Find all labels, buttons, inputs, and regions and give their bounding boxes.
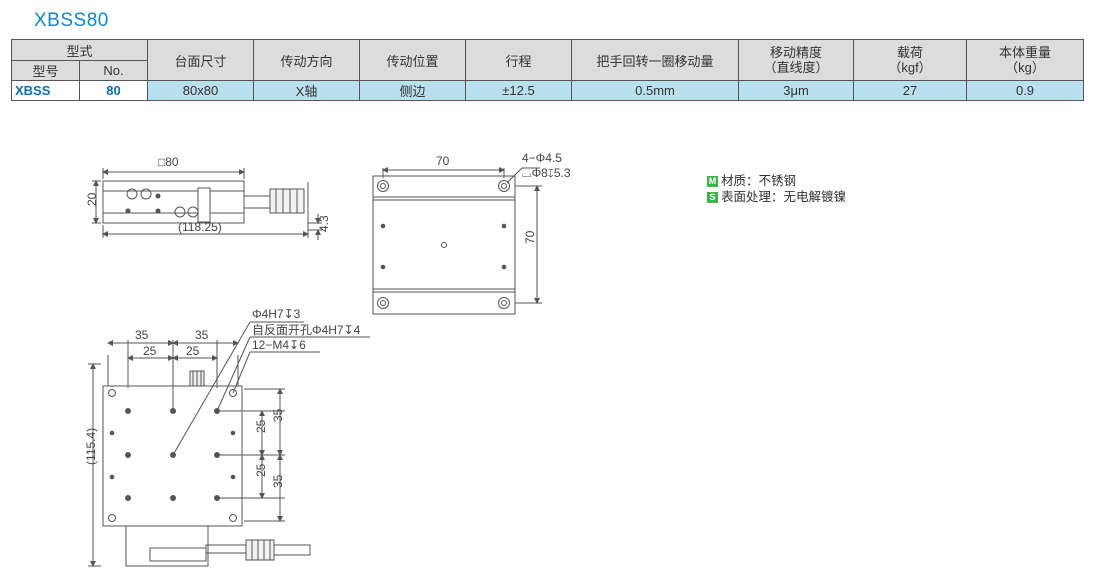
top-base [125,525,209,567]
header-weight-line2: （kg） [1005,60,1045,75]
side-hole [140,188,152,200]
side-body [102,180,245,224]
top-threads-label: 12−M4↧6 [252,338,306,352]
top-view [88,321,370,567]
right-dim-35a: 35 [271,408,285,422]
side-offset-label: 4.3 [317,215,331,232]
bottom-cbore-label: ⌴Φ8↧5.3 [522,166,571,180]
side-size-label: □80 [158,155,179,169]
spec-table: 型式 台面尺寸 传动方向 传动位置 行程 把手回转一圈移动量 移动精度（直线度）… [10,39,1085,101]
surface-text: 表面处理：无电解镀镍 [721,190,847,204]
side-view [92,168,322,240]
top-dim-25a: 25 [143,344,157,358]
right-dim-25a: 25 [254,419,268,433]
side-block [197,187,211,223]
product-title: XBSS80 [34,10,109,31]
top-dim-35a: 35 [135,328,149,342]
cell-table-size: 80x80 [147,80,255,101]
side-height-label: 20 [85,192,99,206]
side-hole [126,188,138,200]
bottom-holes-label: 4−Φ4.5 [522,151,562,165]
cell-position: 侧边 [359,80,467,101]
header-handle-travel: 把手回转一圈移动量 [571,39,740,81]
header-position: 传动位置 [359,39,467,81]
material-badge: M [707,175,718,187]
side-knob [269,188,305,214]
bottom-hole [498,297,510,309]
bottom-hole [498,180,510,192]
top-dim-35b: 35 [195,328,209,342]
material-legend: M 材质：不锈钢 S 表面处理：无电解镀镍 [707,173,846,205]
header-table-size: 台面尺寸 [147,39,255,81]
bottom-body [372,175,516,315]
header-load-line2: （kgf） [888,60,932,75]
right-dim-35b: 35 [271,474,285,488]
header-type: 型式 [10,39,149,61]
cell-direction: X轴 [253,80,361,101]
cell-weight: 0.9 [966,80,1085,101]
top-height-label: (115.4) [84,428,98,465]
header-precision-line1: 移动精度 [770,45,823,60]
bottom-hole [377,180,389,192]
material-row: M 材质：不锈钢 [707,173,846,189]
side-hole [187,206,199,218]
header-weight-line1: 本体重量 [999,45,1052,60]
tapped-holes [109,408,236,501]
header-weight: 本体重量（kg） [966,39,1085,81]
bottom-width-label: 70 [436,154,450,168]
top-back-hole-label: 自反面开孔Φ4H7↧4 [252,323,361,337]
header-precision: 移动精度（直线度） [738,39,855,81]
cell-load: 27 [853,80,968,101]
material-text: 材质：不锈钢 [721,174,797,188]
surface-badge: S [707,191,718,203]
side-shaft [243,195,271,209]
header-load-line1: 载荷 [897,45,924,60]
right-dim-25b: 25 [254,463,268,477]
side-length-label: (118.25) [178,220,222,234]
cell-model: XBSS [11,80,80,101]
header-no: No. [78,60,149,81]
header-precision-line2: （直线度） [763,60,829,75]
surface-row: S 表面处理：无电解镀镍 [707,189,846,205]
table-row: XBSS 80 80x80 X轴 侧边 ±12.5 0.5mm 3μm 27 0… [11,80,1085,101]
cell-precision: 3μm [738,80,855,101]
bottom-height-label: 70 [523,230,537,244]
top-pin-label: Φ4H7↧3 [252,307,301,321]
top-dim-25b: 25 [186,344,200,358]
side-hole [174,206,186,218]
bottom-view [372,167,542,315]
header-direction: 传动方向 [253,39,361,81]
bottom-hole [377,297,389,309]
header-load: 载荷（kgf） [853,39,968,81]
cell-no: 80 [78,80,149,101]
